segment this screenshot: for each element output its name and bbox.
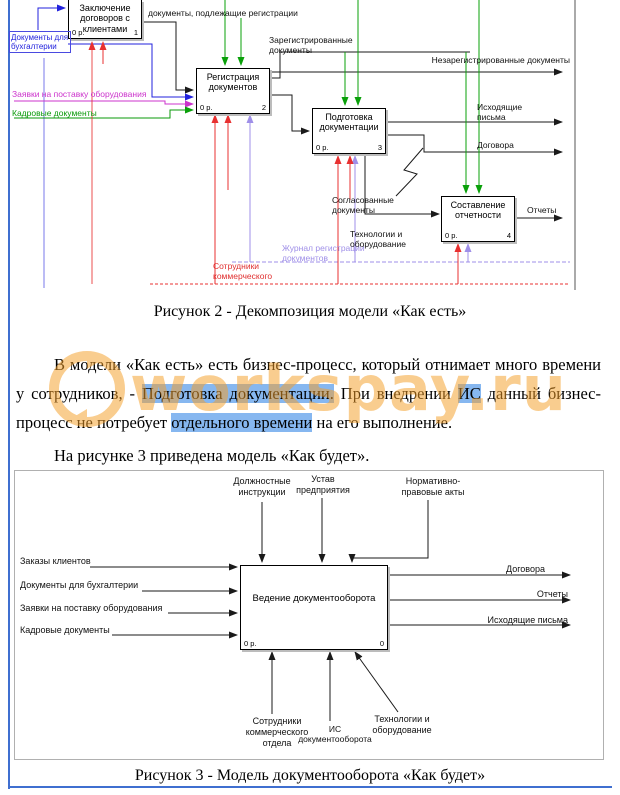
box-title: Ведение документооборота: [252, 593, 376, 604]
flow-label-contracts: Договора: [477, 140, 514, 150]
mechanism-label-registration-journal: Журнал регистрации документов: [282, 243, 365, 263]
flow-label-hr-docs: Кадровые документы: [12, 108, 97, 118]
idef0-box-document-flow: Ведение документооборота 0 р. 0: [240, 565, 388, 650]
figure2-arrow-lines-svg: [14, 0, 576, 290]
control-label-company-charter: Устав предприятия: [296, 474, 350, 495]
box-number: 1: [133, 28, 138, 37]
output-label-outgoing-letters: Исходящие письма: [487, 615, 568, 625]
highlighted-text: Подготовка документации.: [141, 384, 334, 403]
flow-label-docs-to-register: документы, подлежащие регистрации: [148, 8, 298, 18]
mechanism-label-is-docflow: ИС документооборота: [298, 724, 372, 745]
box-title: Заключение договоров с клиентами: [79, 3, 131, 34]
box-title: Регистрация документов: [206, 72, 260, 93]
box-cost: 0 р.: [445, 231, 458, 240]
figure3-diagram: Ведение документооборота 0 р. 0 Должност…: [0, 468, 620, 764]
box-number: 3: [377, 143, 382, 152]
flow-label-outgoing-letters: Исходящие письма: [477, 102, 523, 122]
box-title: Составление отчетности: [450, 200, 506, 221]
figure3-arrow-lines-svg: [90, 498, 571, 721]
control-label-legal-acts: Нормативно-правовые акты: [401, 476, 465, 497]
figure2-caption: Рисунок 2 - Декомпозиция модели «Как ест…: [153, 303, 467, 320]
input-label-hr-docs: Кадровые документы: [20, 625, 110, 635]
flow-label-reports: Отчеты: [527, 205, 557, 215]
input-label-supply-requests: Заявки на поставку оборудования: [20, 603, 163, 613]
body-paragraph: В модели «Как есть» есть бизнес-процесс,…: [16, 350, 601, 437]
flow-label-accounting-docs: Документы для бухгалтерии: [9, 31, 71, 54]
idef0-box-registration: Регистрация документов 0 р. 2: [196, 68, 270, 114]
box-cost: 0 р.: [244, 639, 257, 648]
box-number: 4: [506, 231, 511, 240]
mechanism-label-commercial-staff: Сотрудники коммерческого отдела: [245, 716, 309, 748]
idef0-box-doc-preparation: Подготовка документации 0 р. 3: [312, 108, 386, 154]
control-label-job-instructions: Должностные инструкции: [233, 476, 291, 497]
flow-label-registered-docs: Зарегистрированные документы: [269, 35, 353, 55]
input-label-client-orders: Заказы клиентов: [20, 556, 91, 566]
box-cost: 0 р.: [200, 103, 213, 112]
flow-label-tech-equipment: Технологии и оборудование: [350, 229, 406, 249]
mechanism-label-commercial-staff: Сотрудники коммерческого: [213, 261, 273, 281]
page-border-left: [8, 0, 10, 789]
box-cost: 0 р.: [72, 28, 85, 37]
flow-label-agreed-docs: Согласованные документы: [332, 195, 394, 215]
flow-label-supply-requests: Заявки на поставку оборудования: [12, 89, 147, 99]
idef0-box-reporting: Составление отчетности 0 р. 4: [441, 196, 515, 242]
text-segment: на его выполнение.: [312, 413, 453, 432]
body-paragraph-2: На рисунке 3 приведена модель «Как будет…: [54, 446, 370, 465]
output-label-contracts: Договора: [506, 564, 545, 574]
page-border-bottom: [8, 786, 612, 788]
box-title: Подготовка документации: [319, 112, 379, 133]
output-label-reports: Отчеты: [536, 589, 568, 599]
idef0-box-contracts: Заключение договоров с клиентами 0 р. 1: [68, 0, 142, 39]
mechanism-label-tech-equipment: Технологии и оборудование: [372, 714, 432, 735]
text-segment: При внедрении: [333, 384, 458, 403]
highlighted-text: ИС: [457, 384, 481, 403]
flow-label-unregistered-docs: Незарегистрированные документы: [431, 55, 570, 65]
box-number: 2: [261, 103, 266, 112]
highlighted-text: отдельного времени: [171, 413, 313, 432]
input-label-accounting-docs: Документы для бухгалтерии: [20, 580, 139, 590]
box-number: 0: [379, 639, 384, 648]
figure3-caption: Рисунок 3 - Модель документооборота «Как…: [134, 767, 486, 784]
box-cost: 0 р.: [316, 143, 329, 152]
figure2-diagram: Заключение договоров с клиентами 0 р. 1 …: [0, 0, 620, 292]
